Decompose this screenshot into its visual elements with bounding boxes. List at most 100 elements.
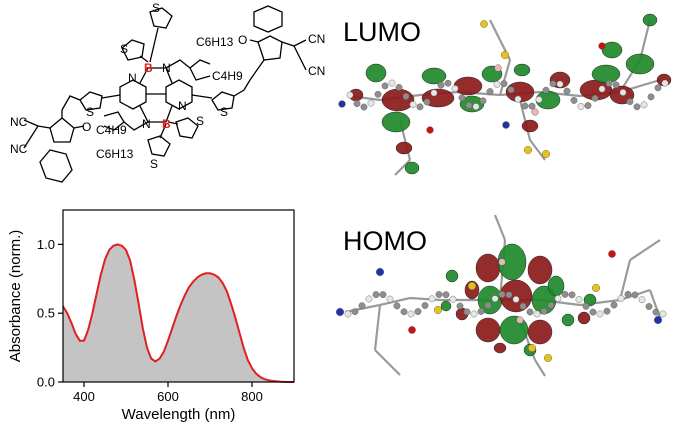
- bond: [394, 159, 411, 176]
- orbital-lobe-negative: [513, 63, 531, 77]
- atom-b-top: B: [144, 61, 153, 75]
- atom-sphere: [556, 80, 564, 88]
- atom-sphere: [526, 308, 534, 316]
- atom-sphere: [388, 79, 396, 87]
- orbital-lobe-negative: [445, 269, 459, 283]
- atom-sphere: [568, 291, 576, 299]
- x-tick-label: 400: [73, 389, 95, 404]
- indanone-left-benzo: [39, 149, 73, 183]
- atom-sphere: [549, 80, 557, 88]
- spectrum-line: [62, 243, 294, 383]
- atom-sphere: [360, 103, 368, 111]
- atom-sphere: [434, 306, 443, 315]
- atom-sphere: [344, 310, 352, 318]
- atom-sphere: [379, 291, 387, 299]
- structure-labels: NC NC CN CN O O N N N N B B S S S S S S …: [10, 1, 325, 171]
- atom-sphere: [596, 310, 604, 318]
- atom-sphere: [570, 97, 578, 104]
- atom-sphere: [365, 295, 373, 303]
- atom-sphere: [584, 102, 592, 109]
- atom-sphere: [659, 310, 667, 318]
- indanone-right-five: [257, 35, 283, 61]
- orbital-lobe-negative: [499, 315, 529, 345]
- atom-s-1: S: [120, 42, 128, 56]
- atom-sphere: [468, 282, 477, 291]
- orbital-lobe-positive: [453, 76, 483, 96]
- chain-c6h13-top: C6H13: [196, 35, 234, 49]
- pyridine-ring-right: [165, 79, 193, 110]
- chain-c4h9-top: C4H9: [212, 69, 243, 83]
- plot-frame: [62, 209, 295, 383]
- atom-sphere: [386, 295, 394, 303]
- atom-sphere: [647, 93, 655, 101]
- bond: [373, 304, 382, 351]
- atom-sphere: [589, 308, 597, 316]
- bond: [493, 214, 507, 241]
- atom-sphere: [374, 90, 382, 98]
- atom-sphere: [547, 301, 555, 309]
- orbital-lobe-negative: [547, 275, 565, 297]
- bond: [529, 139, 546, 161]
- orbital-lobe-negative: [381, 111, 411, 133]
- atom-sphere: [598, 42, 606, 50]
- atom-sphere: [561, 291, 569, 298]
- orbital-lobe-negative: [583, 293, 597, 307]
- atom-sphere: [336, 308, 345, 317]
- atom-n-pyridine-left: N: [128, 71, 137, 85]
- atom-s-3: S: [150, 157, 158, 171]
- atom-sphere: [498, 258, 506, 266]
- y-axis-label: Absorbance (norm.): [7, 230, 24, 363]
- atom-sphere: [603, 307, 611, 315]
- atom-sphere: [612, 81, 620, 89]
- chain-c6h13-bottom: C6H13: [96, 147, 134, 161]
- bond: [374, 349, 401, 376]
- atom-sphere: [626, 98, 634, 106]
- atom-sphere: [426, 126, 434, 134]
- atom-sphere: [575, 296, 583, 303]
- atom-sphere: [633, 103, 641, 111]
- orbital-lobe-positive: [475, 253, 501, 283]
- orbital-lobe-negative: [642, 13, 658, 27]
- atom-sphere: [535, 96, 543, 103]
- atom-sphere: [507, 86, 515, 94]
- atom-sphere: [582, 302, 590, 310]
- thiophene-right: [211, 91, 235, 111]
- indanone-right-benzo: [253, 5, 283, 33]
- atom-b-bottom: B: [162, 117, 171, 131]
- atom-sphere: [479, 97, 487, 105]
- orbital-lobe-positive: [577, 311, 591, 325]
- atom-sphere: [654, 316, 663, 325]
- atom-sphere: [463, 308, 471, 316]
- atom-sphere: [435, 291, 443, 298]
- orbital-lobe-negative: [625, 53, 655, 75]
- x-tick-label: 800: [241, 389, 263, 404]
- atom-sphere: [652, 308, 660, 316]
- orbital-lobe-negative: [404, 161, 420, 175]
- chain-c4h9-bottom: C4H9: [96, 123, 127, 137]
- atom-sphere: [544, 354, 553, 363]
- atom-s-4: S: [196, 114, 204, 128]
- bond: [409, 296, 441, 302]
- atom-sphere: [480, 20, 488, 28]
- atom-sphere: [458, 94, 466, 102]
- bond: [618, 259, 632, 301]
- atom-sphere: [640, 101, 648, 109]
- y-ticks: 0.00.51.0: [37, 237, 63, 390]
- thiophene-top-2: [149, 7, 173, 29]
- atom-nc-bottom: NC: [10, 142, 28, 156]
- atom-sphere: [402, 92, 410, 100]
- atom-sphere: [654, 84, 662, 92]
- pyridine-ring-left: [119, 79, 147, 110]
- orbital-lobe-negative: [440, 300, 452, 312]
- y-tick-label: 1.0: [37, 237, 55, 252]
- atom-sphere: [554, 295, 562, 302]
- atom-sphere: [416, 103, 424, 111]
- atom-sphere: [563, 87, 571, 95]
- atom-sphere: [393, 302, 401, 310]
- thiophene-top-1: [121, 39, 145, 61]
- atom-sphere: [638, 296, 646, 304]
- atom-sphere: [528, 102, 536, 110]
- atom-sphere: [542, 149, 551, 158]
